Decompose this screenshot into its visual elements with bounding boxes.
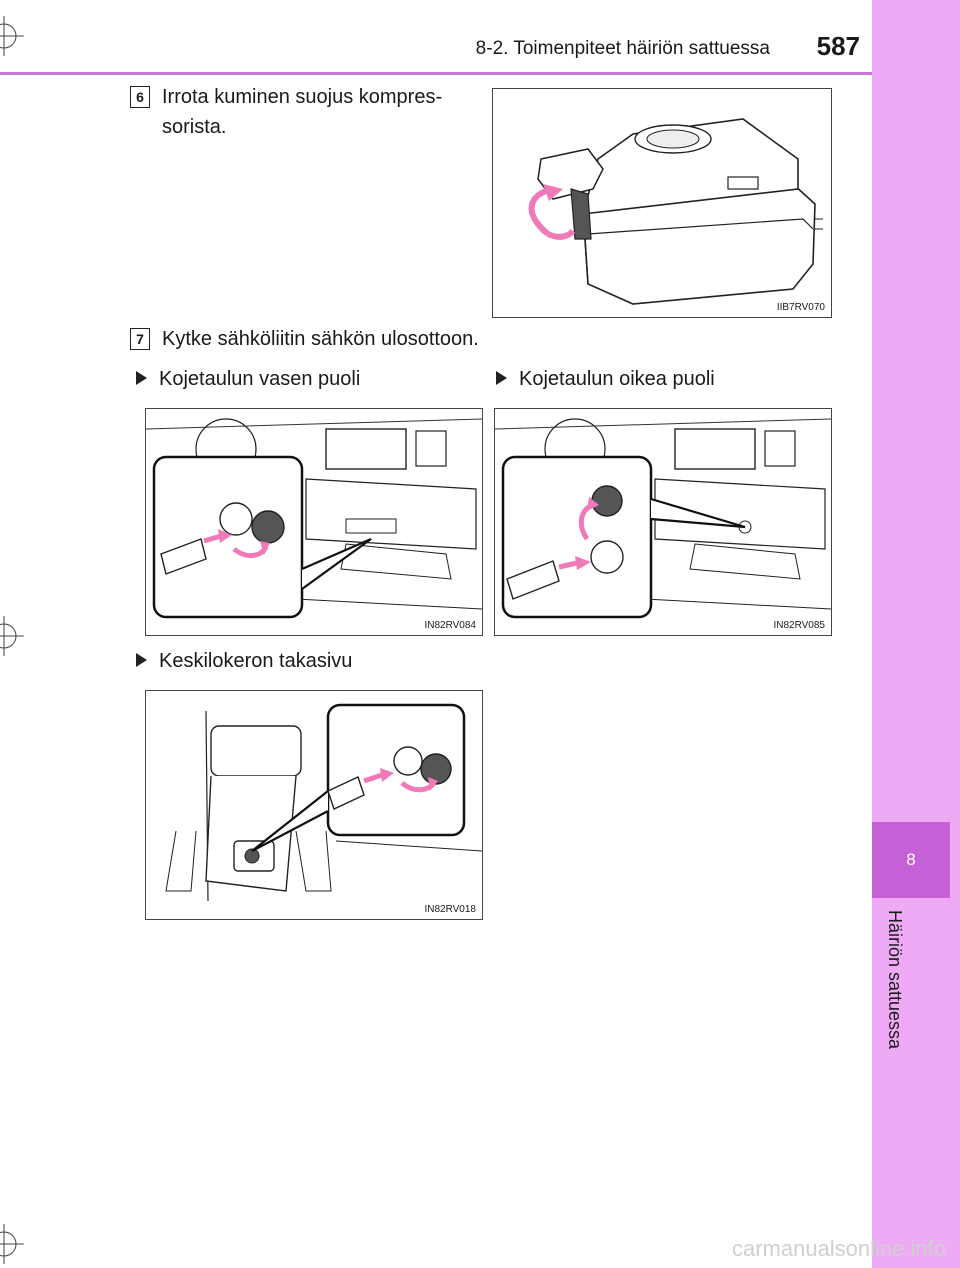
dashboard-right-illustration — [494, 418, 832, 619]
dashboard-left-illustration — [145, 418, 483, 619]
label-right-side: Kojetaulun oikea puoli — [496, 368, 715, 391]
figure-code: IN82RV018 — [424, 904, 476, 915]
registration-mark-top-left — [0, 16, 24, 56]
figure-compressor: IIB7RV070 — [492, 88, 832, 318]
header-rule — [0, 72, 872, 75]
step-number-6: 6 — [130, 86, 150, 108]
section-title: 8-2. Toimenpiteet häiriön sattuessa — [475, 38, 770, 59]
step-6-text: Irrota kuminen suojus kompres-sorista. — [162, 86, 443, 138]
figure-code: IIB7RV070 — [776, 302, 825, 313]
figure-right-side: IN82RV085 — [494, 408, 832, 636]
bullet-triangle-icon — [496, 370, 507, 385]
step-number-7: 7 — [130, 328, 150, 350]
registration-mark-bottom-left — [0, 1224, 24, 1264]
chapter-number: 8 — [872, 822, 950, 898]
figure-console-rear: IN82RV018 — [145, 690, 483, 920]
label-right-side-text: Kojetaulun oikea puoli — [519, 368, 715, 390]
label-console-rear: Keskilokeron takasivu — [136, 650, 352, 673]
label-left-side-text: Kojetaulun vasen puoli — [159, 368, 361, 390]
step-7-text: Kytke sähköliitin sähkön ulosottoon. — [162, 328, 479, 350]
registration-mark-mid-left — [0, 616, 24, 656]
figure-code: IN82RV085 — [773, 620, 825, 631]
compressor-illustration — [528, 118, 823, 305]
label-console-rear-text: Keskilokeron takasivu — [159, 650, 353, 672]
bullet-triangle-icon — [136, 370, 147, 385]
figure-code: IN82RV084 — [424, 620, 476, 631]
watermark: carmanualsonline.info — [731, 1236, 946, 1261]
label-left-side: Kojetaulun vasen puoli — [136, 368, 360, 391]
page-number: 587 — [816, 31, 860, 61]
chapter-side-tab — [872, 0, 960, 1268]
bullet-triangle-icon — [136, 652, 147, 667]
figure-left-side: IN82RV084 — [145, 408, 483, 636]
console-rear-illustration — [165, 703, 483, 902]
chapter-label: Häiriön sattuessa — [885, 910, 905, 1050]
